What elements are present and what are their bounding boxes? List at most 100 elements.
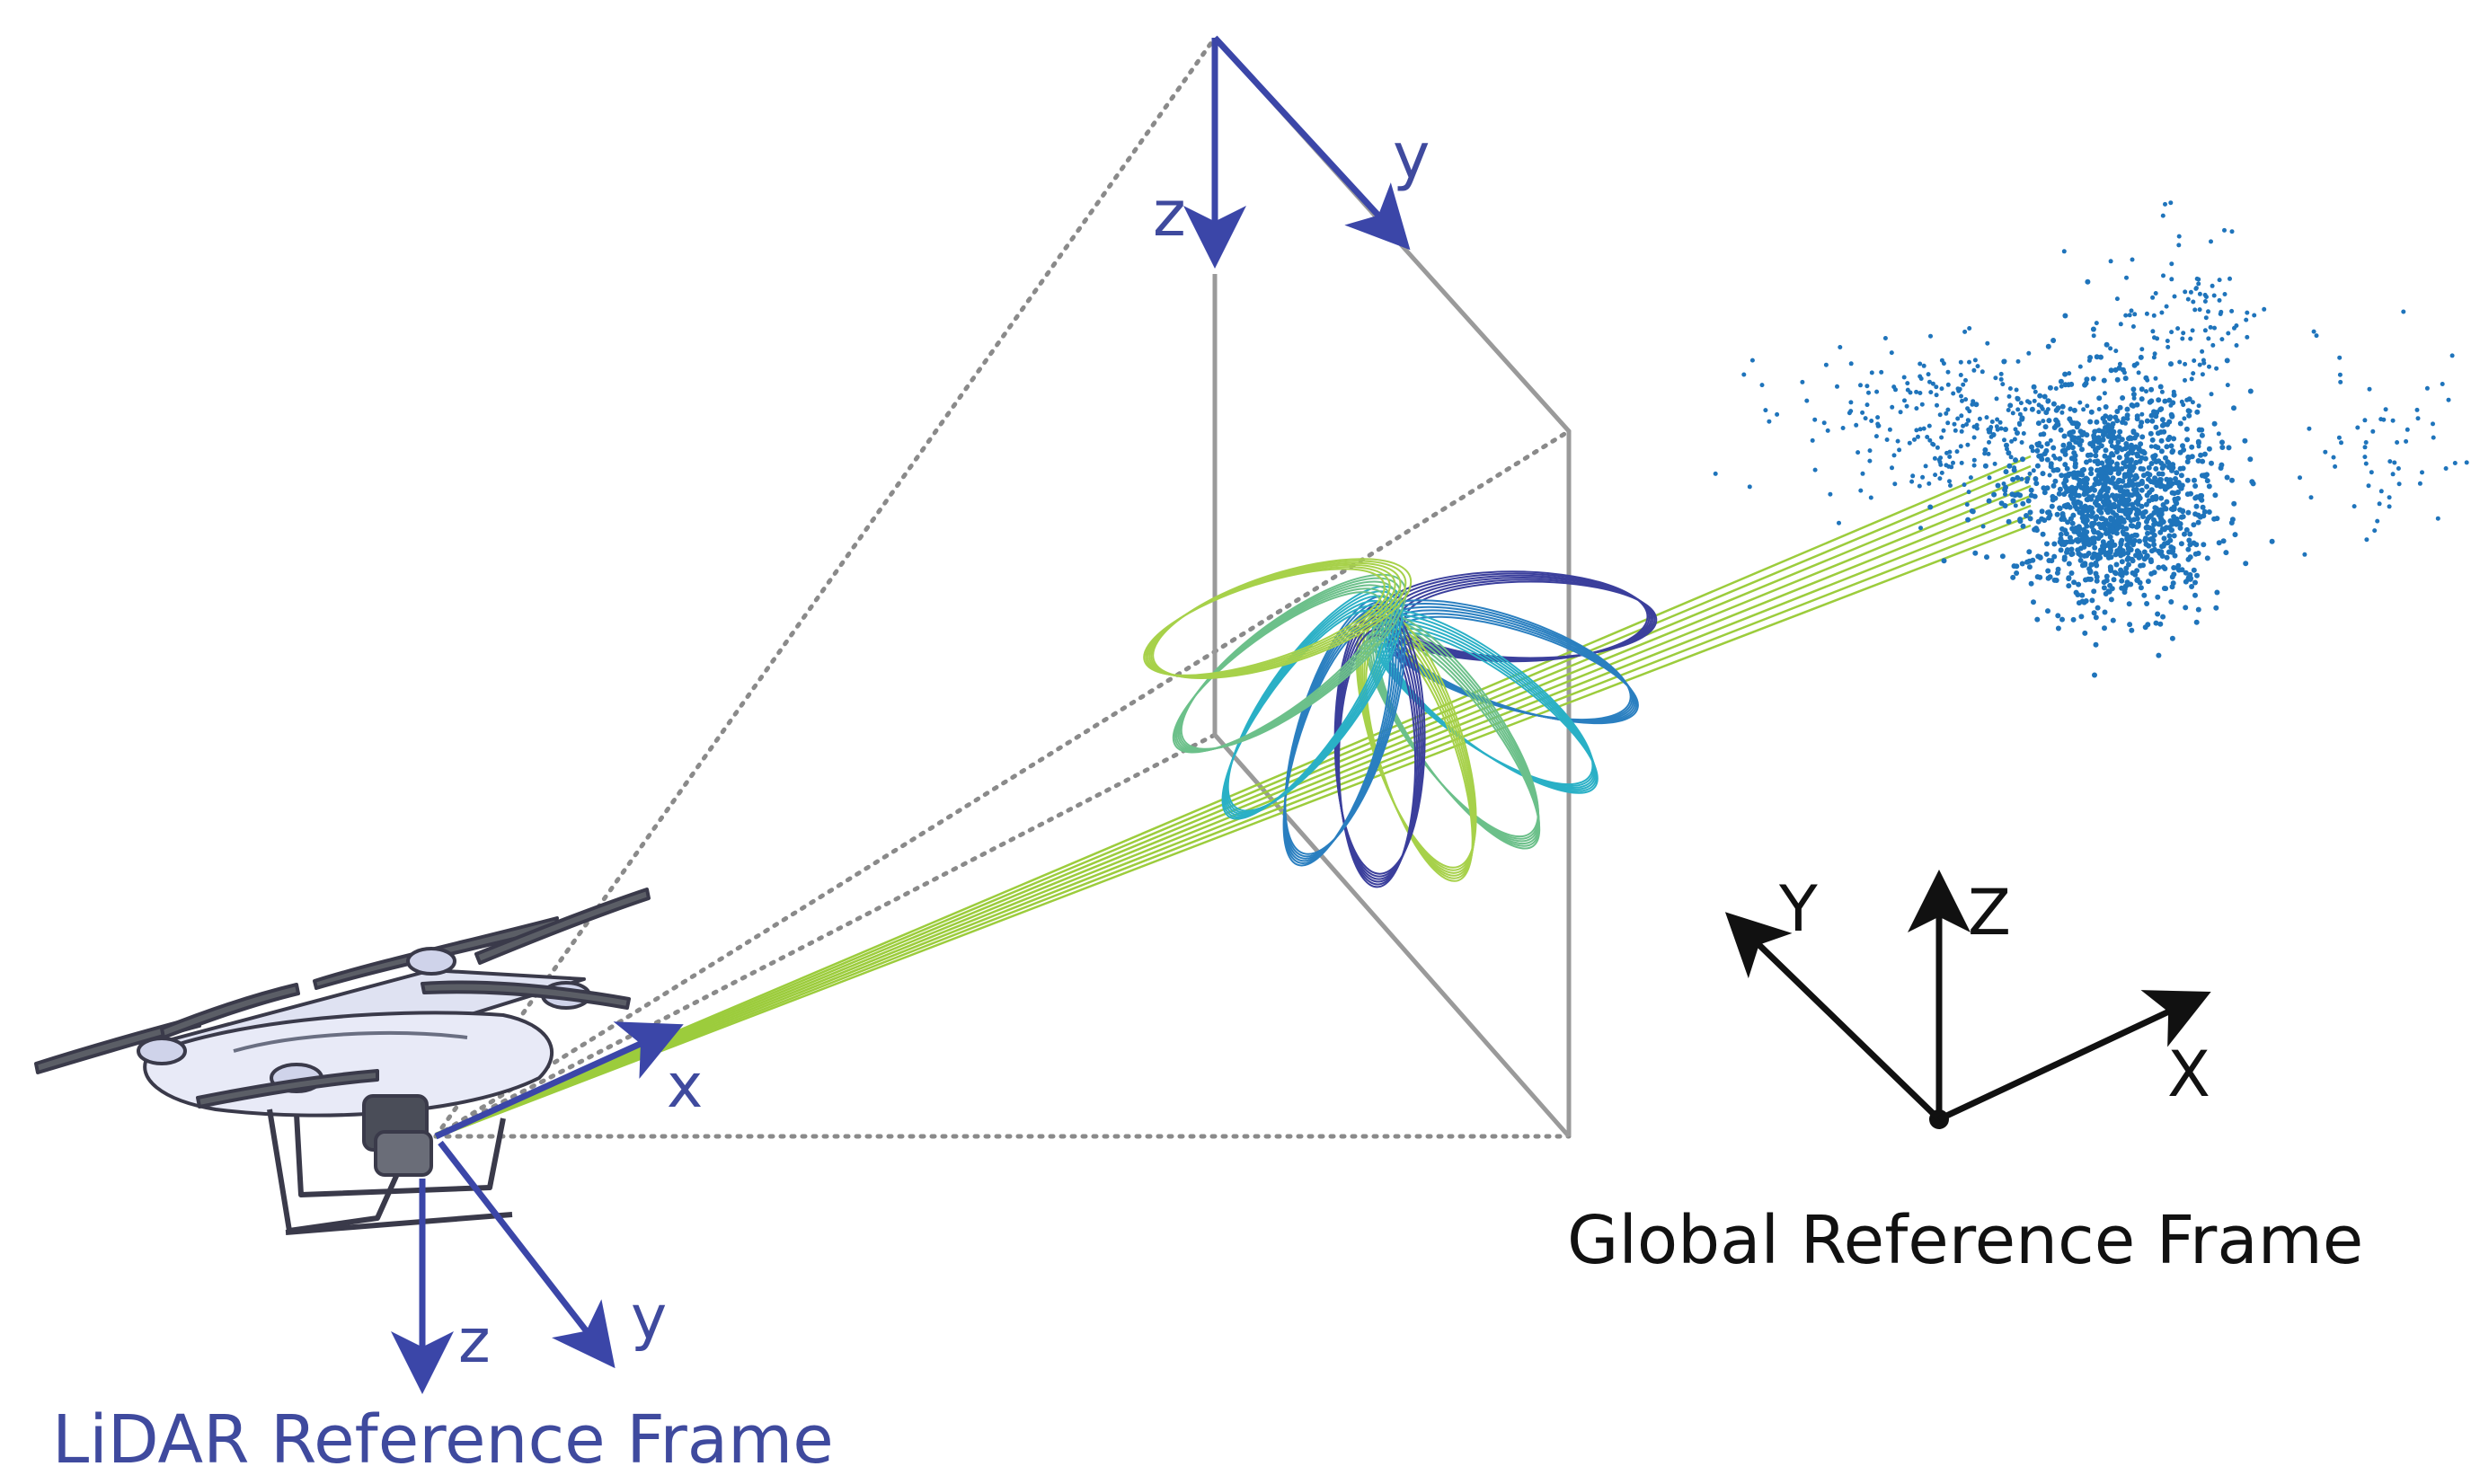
cloud-point <box>2195 519 2201 526</box>
cloud-point <box>2139 347 2145 352</box>
cloud-point <box>2108 515 2113 521</box>
cloud-point <box>2020 456 2025 463</box>
cloud-point <box>2098 354 2104 360</box>
cloud-point <box>2199 497 2205 503</box>
cloud-point <box>2171 533 2177 539</box>
cloud-point <box>2194 494 2201 500</box>
cloud-point <box>2111 577 2117 583</box>
cloud-point <box>2048 461 2054 467</box>
cloud-point <box>2009 491 2015 498</box>
cloud-point <box>2192 511 2199 517</box>
cloud-point <box>2057 455 2063 462</box>
cloud-point <box>2008 455 2014 460</box>
cloud-point <box>2046 558 2052 563</box>
cloud-point <box>2180 508 2186 514</box>
cloud-point <box>2073 589 2079 596</box>
lidar-y-axis <box>438 1140 616 1369</box>
cloud-point <box>1970 402 1975 407</box>
cloud-point <box>2098 505 2104 511</box>
cloud-point <box>2211 420 2218 427</box>
cloud-point <box>2206 309 2210 314</box>
cloud-point <box>2166 460 2172 466</box>
cloud-point <box>2134 413 2140 420</box>
cloud-point <box>2078 614 2085 620</box>
cloud-point <box>2369 470 2374 475</box>
cloud-point <box>2114 296 2120 302</box>
cloud-point <box>2132 312 2138 317</box>
cloud-point <box>2452 461 2458 465</box>
cloud-point <box>2080 518 2086 525</box>
cloud-point <box>2218 312 2223 316</box>
cloud-point <box>2135 523 2141 529</box>
cloud-point <box>2001 481 2006 486</box>
cloud-point <box>2156 564 2162 570</box>
cloud-point <box>2059 513 2066 519</box>
cloud-point <box>1759 383 1765 388</box>
scan-loop <box>1224 599 1392 817</box>
cloud-point <box>1945 407 1951 412</box>
cloud-point <box>1953 428 1958 433</box>
cloud-point <box>2192 307 2198 313</box>
cloud-point <box>1928 390 1934 395</box>
cloud-point <box>2130 487 2137 493</box>
cloud-point <box>2024 513 2029 518</box>
cloud-point <box>2093 516 2099 522</box>
cloud-point <box>2136 550 2142 556</box>
cloud-point <box>2068 406 2073 411</box>
cloud-point <box>2178 484 2183 490</box>
cloud-point <box>2204 555 2210 561</box>
cloud-point <box>2079 472 2086 478</box>
cloud-point <box>1812 417 1818 422</box>
cloud-point <box>2052 455 2058 461</box>
cloud-point <box>2089 524 2095 529</box>
cloud-point <box>2013 457 2018 464</box>
cloud-point <box>1869 419 1874 423</box>
cloud-point <box>1962 329 1968 334</box>
cloud-point <box>2045 608 2050 614</box>
cloud-point <box>2186 412 2192 419</box>
cloud-point <box>2223 550 2229 556</box>
cloud-point <box>2134 361 2139 367</box>
cloud-point <box>2157 384 2164 390</box>
cloud-point <box>1868 495 1873 500</box>
cloud-point <box>2197 362 2202 367</box>
cloud-point <box>2435 516 2440 521</box>
cloud-point <box>2168 443 2174 449</box>
cloud-point <box>2219 439 2225 446</box>
cloud-point <box>2061 556 2068 562</box>
global-axes: Y Z X <box>1724 870 2211 1129</box>
cloud-point <box>2035 518 2042 525</box>
cloud-point <box>1973 402 1980 408</box>
cloud-point <box>2123 453 2130 459</box>
cloud-point <box>2141 450 2148 456</box>
cloud-point <box>2031 384 2037 390</box>
cloud-point <box>2153 375 2158 381</box>
cloud-point <box>2198 452 2204 458</box>
cloud-point <box>1958 359 1963 365</box>
cloud-point <box>1965 517 1971 523</box>
cloud-point <box>2118 501 2123 506</box>
cloud-point <box>2387 495 2392 500</box>
cloud-point <box>2069 520 2076 526</box>
cloud-point <box>2021 431 2026 436</box>
cloud-point <box>2378 489 2384 494</box>
cloud-point <box>1972 358 1978 363</box>
cloud-point <box>2092 672 2097 678</box>
cloud-point <box>2046 418 2052 424</box>
cloud-point <box>2071 489 2077 495</box>
cloud-point <box>2093 436 2099 442</box>
global-z-label: Z <box>1968 876 2011 950</box>
cloud-point <box>2104 458 2111 464</box>
cloud-point <box>2202 328 2208 333</box>
cloud-point <box>1975 364 1980 369</box>
cloud-point <box>2130 392 2137 397</box>
cloud-point <box>2064 549 2069 555</box>
cloud-point <box>1965 418 1971 423</box>
cloud-point <box>2088 466 2095 473</box>
cloud-point <box>2127 508 2133 515</box>
cloud-point <box>2180 514 2186 520</box>
cloud-point <box>1986 498 1992 504</box>
cloud-point <box>1972 550 1979 556</box>
cloud-point <box>2095 495 2101 500</box>
cloud-point <box>2200 458 2206 464</box>
